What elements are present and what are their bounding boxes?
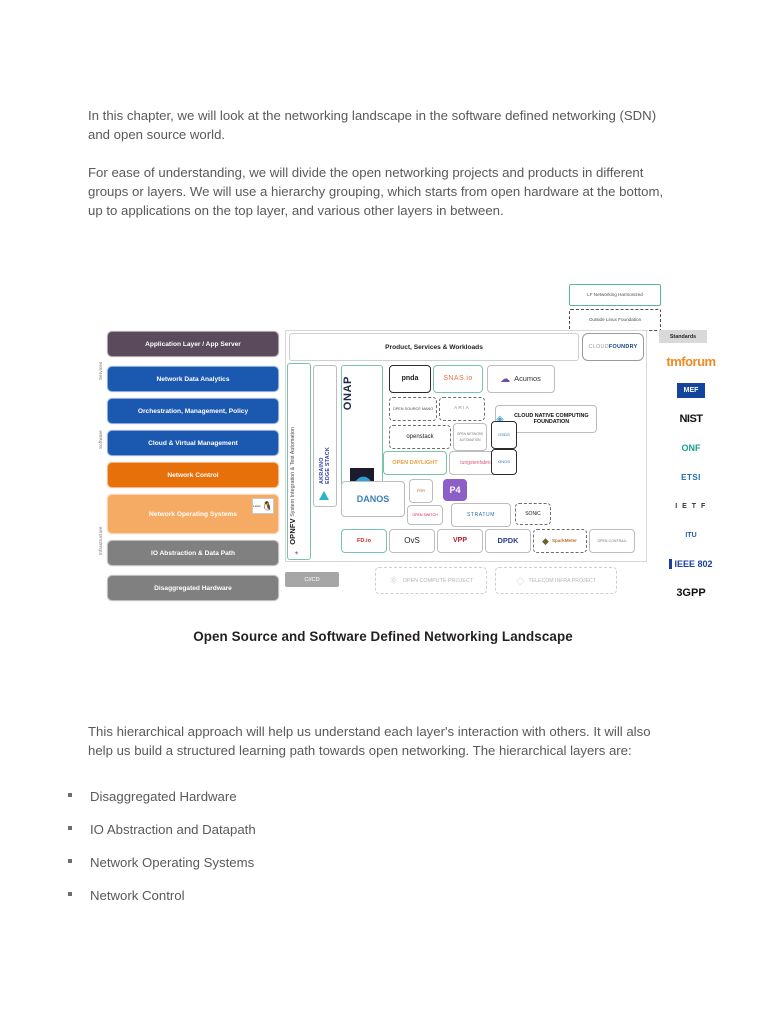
akraino-card: AKRAINO EDGE STACK xyxy=(313,365,337,507)
layer-cloud-virtual-management: Cloud & Virtual Management xyxy=(107,430,279,456)
group-label-services: Services xyxy=(98,361,103,380)
tip-icon: ◇ xyxy=(516,575,525,587)
paragraph-grouping: For ease of understanding, we will divid… xyxy=(88,165,664,219)
onap-label: ONAP xyxy=(342,376,354,411)
project-card-acumos: ☁ Acumos xyxy=(487,365,555,393)
project-card-sparkmeter: ◆ SparkMeter xyxy=(533,529,587,553)
standards-item-ietf: I E T F xyxy=(675,502,707,510)
project-card-opendaylight: OPEN DAYLIGHT xyxy=(383,451,447,475)
linux-word: Linux xyxy=(253,504,261,508)
project-card-openswitch: OPEN SWITCH xyxy=(407,505,443,525)
layer-label: Network Operating Systems xyxy=(149,510,237,518)
telecom-infra-project-card: ◇ TELECOM INFRA PROJECT xyxy=(495,567,617,594)
standards-header: Standards xyxy=(659,330,707,343)
cloud-foundry-card: CLOUDFOUNDRY xyxy=(582,333,644,361)
standards-item-mef: MEF xyxy=(651,379,731,401)
product-services-workloads-bar: Product, Services & Workloads xyxy=(289,333,579,361)
project-card-osdg: OSDG xyxy=(491,421,517,449)
bullet-marker xyxy=(68,793,72,797)
project-card-snas: SNAS.io xyxy=(433,365,483,393)
bullet-marker xyxy=(68,826,72,830)
layer-label: IO Abstraction & Data Path xyxy=(150,549,236,557)
group-label-software: Software xyxy=(98,430,103,449)
standards-item-tmforum: tmforum xyxy=(666,353,716,369)
paragraph-intro: In this chapter, we will look at the net… xyxy=(88,108,657,143)
cf-part1: CLOUD xyxy=(588,344,609,350)
bullet-marker xyxy=(68,859,72,863)
layer-network-operating-systems: Network Operating Systems Linux 🐧 xyxy=(107,494,279,534)
cf-part2: FOUNDRY xyxy=(608,344,638,350)
akraino-triangle-icon xyxy=(319,491,329,500)
standards-item-etsi: ETSI xyxy=(681,472,701,482)
layer-disaggregated-hardware: Disaggregated Hardware xyxy=(107,575,279,601)
layer-label: Orchestration, Management, Policy xyxy=(137,407,249,415)
layer-label: Network Data Analytics xyxy=(156,375,230,383)
figure-legend: LF Networking Harmonized Outside Linux F… xyxy=(569,284,661,331)
layer-network-data-analytics: Network Data Analytics xyxy=(107,366,279,392)
hierarchical-layers-list: Disaggregated Hardware IO Abstraction an… xyxy=(60,787,660,919)
standards-column: Standards tmforum MEF NIST ONF ETSI I E … xyxy=(651,330,731,604)
list-item: Disaggregated Hardware xyxy=(60,787,660,820)
project-card-openstack: openstack xyxy=(389,425,451,449)
project-card-opencontrail: OPEN CONTRAIL xyxy=(589,529,635,553)
sparkmeter-diamond-icon: ◆ xyxy=(542,535,549,546)
project-card-aria: ARIA xyxy=(439,397,485,421)
project-card-p4: P4 xyxy=(443,479,467,501)
opnfv-logo-icon: ✦ xyxy=(294,551,300,557)
layer-label: Disaggregated Hardware xyxy=(154,584,232,592)
brain-icon: ☁ xyxy=(500,373,511,385)
layer-orchestration: Orchestration, Management, Policy xyxy=(107,398,279,424)
project-card-osm: OPEN SOURCE MANO xyxy=(389,397,437,421)
open-compute-project-card: ⚛ OPEN COMPUTE PROJECT xyxy=(375,567,487,594)
opnfv-tagline: System Integration & Test Automation xyxy=(290,427,296,518)
standards-item-ieee802: IEEE 802 xyxy=(651,553,731,575)
layer-io-abstraction: IO Abstraction & Data Path xyxy=(107,540,279,566)
group-label-infrastructure: Infrastructure xyxy=(98,526,103,555)
project-card-ovs: OvS xyxy=(389,529,435,553)
project-card-dpdk: DPDK xyxy=(485,529,531,553)
legend-outside-lf: Outside Linux Foundation xyxy=(569,309,661,331)
layer-label: Cloud & Virtual Management xyxy=(148,439,238,447)
cncf-icon: ◈ xyxy=(496,413,504,425)
paragraph-hierarchy: This hierarchical approach will help us … xyxy=(88,724,651,759)
list-item: IO Abstraction and Datapath xyxy=(60,820,660,853)
list-item: Network Operating Systems xyxy=(60,853,660,886)
project-card-onos: ONOS xyxy=(491,449,517,475)
project-card-frr: FRR xyxy=(409,479,433,503)
layer-label: Network Control xyxy=(167,471,219,479)
project-card-sonic: SONiC xyxy=(515,503,551,525)
layer-stack: Application Layer / App Server Network D… xyxy=(107,331,279,607)
sdn-landscape-figure: LF Networking Harmonized Outside Linux F… xyxy=(95,275,745,605)
layer-label: Application Layer / App Server xyxy=(145,340,241,348)
akraino-line2: EDGE STACK xyxy=(325,447,331,484)
linux-penguin-icon: Linux 🐧 xyxy=(252,498,274,514)
standards-item-itu: ITU xyxy=(685,531,697,539)
ocp-icon: ⚛ xyxy=(388,575,399,587)
list-item: Network Control xyxy=(60,886,660,919)
legend-lf-harmonized: LF Networking Harmonized xyxy=(569,284,661,306)
project-card-pnda: pnda xyxy=(389,365,431,393)
figure-caption: Open Source and Software Defined Network… xyxy=(193,629,573,644)
project-card-danos: DANOS xyxy=(341,481,405,517)
standards-item-3gpp: 3GPP xyxy=(676,587,706,599)
project-card-fdio: FD.io xyxy=(341,529,387,553)
bullet-marker xyxy=(68,892,72,896)
cicd-badge: CI/CD xyxy=(285,572,339,587)
layer-application: Application Layer / App Server xyxy=(107,331,279,357)
layer-network-control: Network Control xyxy=(107,462,279,488)
project-card-onap-ccsdk: OPEN NETWORK AUTOMATION xyxy=(453,423,487,451)
standards-item-onf: ONF xyxy=(681,443,701,453)
opnfv-rail: OPNFV System Integration & Test Automati… xyxy=(287,363,311,560)
opnfv-name: OPNFV xyxy=(288,518,297,545)
standards-item-nist: NIST xyxy=(679,413,703,425)
project-card-stratum: STRATUM xyxy=(451,503,511,527)
project-card-vpp: VPP xyxy=(437,529,483,553)
